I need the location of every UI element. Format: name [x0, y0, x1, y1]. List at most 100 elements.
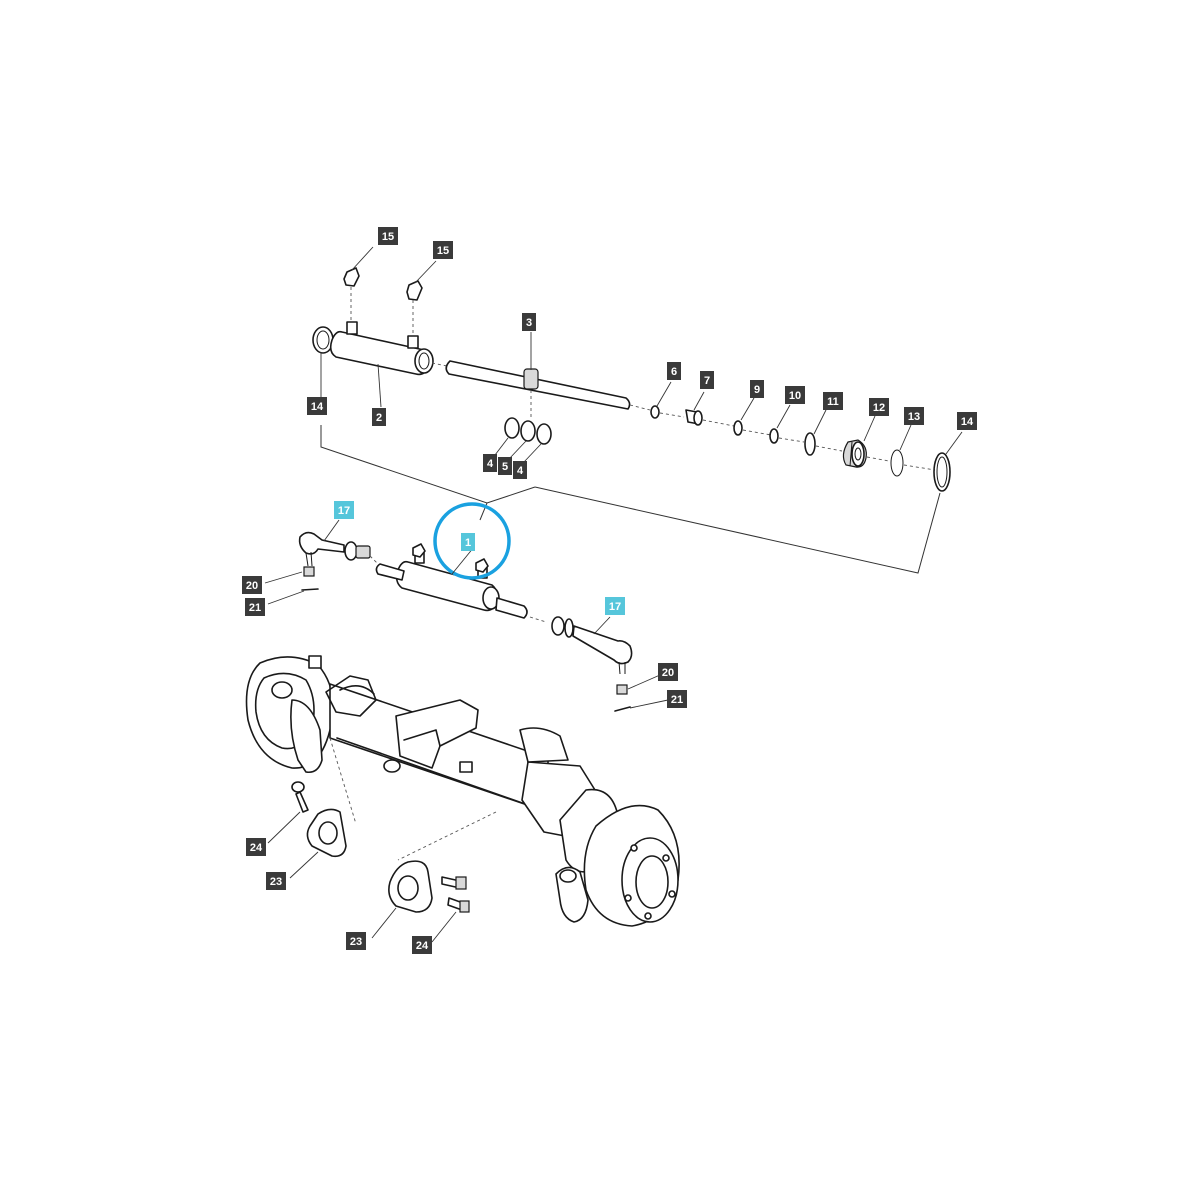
- callout-label-l20a: 20: [242, 576, 262, 594]
- callout-label-l12: 12: [869, 398, 889, 416]
- callout-number: 14: [961, 416, 974, 428]
- callout-number: 14: [311, 401, 324, 413]
- elbow-fitting-right: [406, 280, 423, 301]
- callout-label-l17a: 17: [334, 501, 354, 519]
- snap-ring-right: [933, 452, 951, 492]
- ring-10: [769, 428, 779, 444]
- callout-number: 6: [671, 366, 677, 378]
- highlight-circle: [433, 502, 511, 580]
- piston: [523, 368, 539, 390]
- castle-nut-right: [616, 684, 628, 695]
- callout-box: [785, 386, 805, 404]
- callout-number: 5: [502, 461, 508, 473]
- callout-number: 1: [465, 537, 471, 549]
- cotter-pin-right: [614, 706, 631, 712]
- callout-label-l23b: 23: [346, 932, 366, 950]
- leader-lines: [264, 246, 963, 943]
- callout-box: [245, 598, 265, 616]
- callout-label-l11: 11: [823, 392, 843, 410]
- hydraulic-cylinder-exploded: [312, 267, 951, 492]
- o-ring-4b: [536, 423, 552, 445]
- callout-box: [667, 362, 681, 380]
- mounting-plate-right: [388, 860, 433, 913]
- callout-box: [334, 501, 354, 519]
- callout-number: 15: [437, 245, 449, 257]
- callout-label-l24b: 24: [412, 936, 432, 954]
- callout-box: [904, 407, 924, 425]
- castle-nut-left: [303, 566, 315, 577]
- callout-box: [307, 397, 327, 415]
- callout-number: 13: [908, 411, 920, 423]
- callout-label-l2: 2: [372, 408, 386, 426]
- callout-label-l7: 7: [700, 371, 714, 389]
- callout-label-l4a: 4: [483, 454, 497, 472]
- callout-box: [522, 313, 536, 331]
- callout-box: [433, 241, 453, 259]
- o-ring-5: [520, 420, 536, 442]
- cotter-pin-left: [301, 588, 319, 591]
- callout-label-l24a: 24: [246, 838, 266, 856]
- callout-box: [378, 227, 398, 245]
- callout-label-l15a: 15: [378, 227, 398, 245]
- callout-label-l14a: 14: [307, 397, 327, 415]
- callout-label-l14b: 14: [957, 412, 977, 430]
- callout-box: [372, 408, 386, 426]
- callout-number: 24: [250, 842, 263, 854]
- callout-box: [346, 932, 366, 950]
- callout-number: 12: [873, 402, 885, 414]
- port-boss-left: [346, 321, 358, 335]
- callout-label-l20b: 20: [658, 663, 678, 681]
- callout-box: [957, 412, 977, 430]
- callout-number: 4: [517, 465, 524, 477]
- callout-box: [667, 690, 687, 708]
- callout-box: [869, 398, 889, 416]
- callout-label-l23a: 23: [266, 872, 286, 890]
- elbow-fitting-left: [343, 267, 360, 287]
- callout-number: 17: [338, 505, 350, 517]
- callout-number: 3: [526, 317, 532, 329]
- callout-label-l10: 10: [785, 386, 805, 404]
- callout-label-l17b: 17: [605, 597, 625, 615]
- callout-number: 20: [662, 667, 674, 679]
- callout-box: [412, 936, 432, 954]
- front-axle-housing: [245, 655, 680, 927]
- port-boss-right: [407, 335, 419, 349]
- seal-11: [804, 432, 816, 456]
- callout-number: 17: [609, 601, 621, 613]
- callout-box: [266, 872, 286, 890]
- callout-label-l6: 6: [667, 362, 681, 380]
- callout-box: [242, 576, 262, 594]
- callout-number: 21: [249, 602, 261, 614]
- callout-box: [513, 461, 527, 479]
- callout-number: 20: [246, 580, 258, 592]
- callout-box: [750, 380, 764, 398]
- callout-number: 7: [704, 375, 710, 387]
- callout-box: [461, 533, 475, 551]
- callout-label-l5: 5: [498, 457, 512, 475]
- ring-9: [733, 420, 743, 436]
- mounting-plates-and-bolts: [291, 781, 470, 913]
- callout-box: [605, 597, 625, 615]
- callout-label-l9: 9: [750, 380, 764, 398]
- wiper-ring-13: [890, 449, 904, 477]
- bolt-head-left: [291, 781, 305, 793]
- o-ring-4a: [504, 417, 520, 439]
- gland-nut-12: [842, 439, 867, 468]
- callout-label-l15b: 15: [433, 241, 453, 259]
- tie-rod-end-left: [298, 531, 345, 555]
- assembled-steering-cylinder: [298, 531, 633, 712]
- callout-label-l1: 1: [461, 533, 475, 551]
- callout-number: 23: [270, 876, 282, 888]
- callout-box: [246, 838, 266, 856]
- callout-number: 24: [416, 940, 429, 952]
- callout-number: 11: [827, 396, 839, 408]
- callout-number: 21: [671, 694, 683, 706]
- callout-number: 2: [376, 412, 382, 424]
- callout-number: 23: [350, 936, 362, 948]
- ring-6: [650, 405, 660, 419]
- callout-number: 15: [382, 231, 394, 243]
- callout-label-l4b: 4: [513, 461, 527, 479]
- callout-box: [498, 457, 512, 475]
